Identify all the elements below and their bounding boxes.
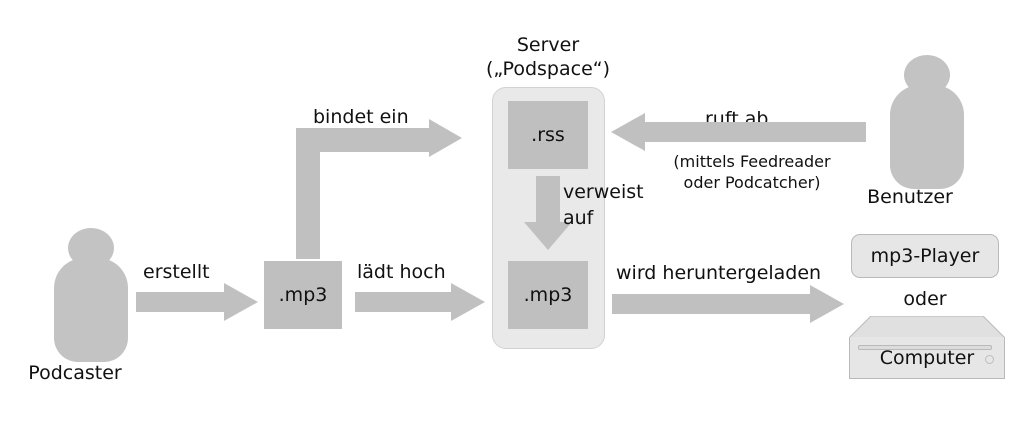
wird-heruntergeladen-label: wird heruntergeladen [616,262,822,284]
wird-heruntergeladen-arrow [612,285,844,323]
mp3-player-device[interactable]: mp3-Player [851,234,999,278]
laedt-hoch-arrow [355,283,485,321]
verweist-auf-label-line2: auf [563,207,594,229]
server-title-line2: („Podspace“) [485,58,611,80]
computer-label: Computer [879,346,975,369]
computer-device[interactable]: Computer [849,316,1005,379]
ruft-ab-arrow [611,113,866,151]
server-rss-file[interactable]: .rss [508,101,588,169]
computer-top-face-icon [849,316,1005,338]
podcaster-label: Podcaster [28,362,122,384]
benutzer-body-icon [890,85,964,189]
computer-power-led-icon [985,355,994,364]
podcaster-body-icon [54,258,128,362]
laedt-hoch-label: lädt hoch [357,261,446,283]
verweist-auf-label-line1: verweist [563,181,644,203]
computer-front-face: Computer [849,337,1005,379]
erstellt-label: erstellt [143,261,210,283]
ruft-ab-note-line2: oder Podcatcher) [683,173,821,192]
benutzer-figure [872,55,982,190]
erstellt-arrow [136,283,258,321]
benutzer-label: Benutzer [867,186,953,208]
oder-separator-label: oder [903,288,947,310]
source-mp3-file[interactable]: .mp3 [264,261,342,329]
computer-drive-slot-icon [858,345,992,350]
server-title-line1: Server [516,34,580,56]
ruft-ab-note-line1: (mittels Feedreader [673,152,831,171]
bindet-ein-arrow [296,119,462,259]
bindet-ein-label: bindet ein [313,106,409,128]
verweist-auf-arrow [524,176,572,250]
podcaster-figure [36,228,146,363]
server-mp3-file[interactable]: .mp3 [508,261,588,329]
